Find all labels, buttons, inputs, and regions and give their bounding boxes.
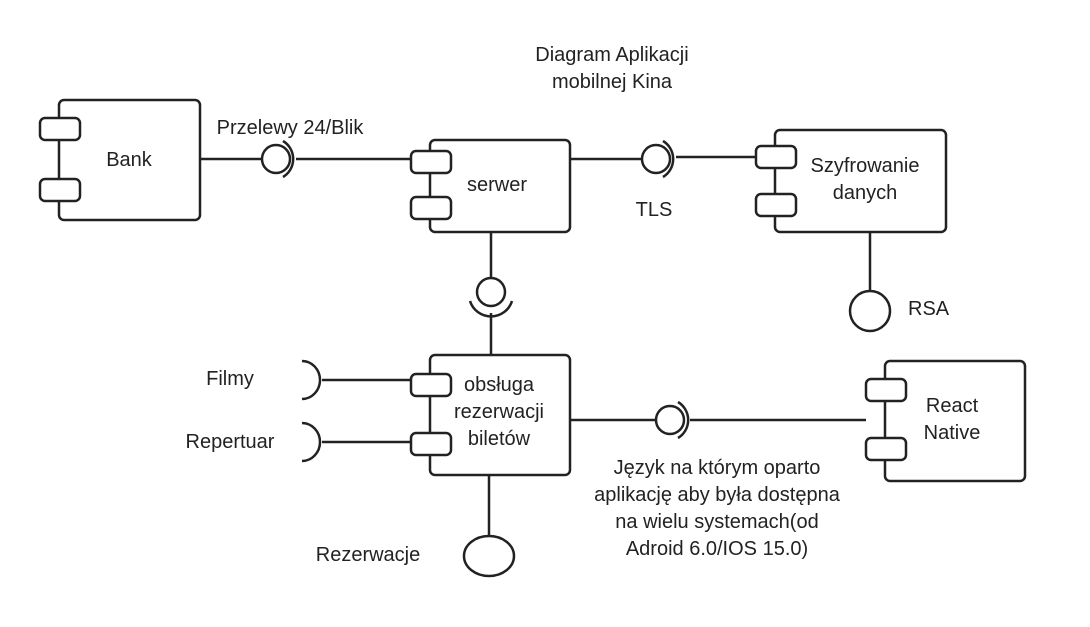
- obsluga-port-bottom: [409, 431, 453, 457]
- rsa-lollipop: [848, 289, 892, 333]
- react-port-top: [864, 377, 908, 403]
- bank-port-top: [38, 116, 82, 142]
- szyfrowanie-label-1: Szyfrowanie: [811, 155, 920, 177]
- szyfrowanie-port-bottom: [754, 192, 798, 218]
- diagram-title-1: Diagram Aplikacji: [535, 44, 688, 66]
- obsluga-label-1: obsługa: [464, 374, 535, 396]
- serwer-label: serwer: [467, 174, 527, 196]
- rezerwacje-label: Rezerwacje: [316, 544, 420, 566]
- przelewy-label: Przelewy 24/Blik: [217, 117, 365, 139]
- bank-port-bottom: [38, 177, 82, 203]
- przelewy-socket: [282, 139, 295, 179]
- obsluga-label-2: rezerwacji: [454, 401, 544, 423]
- tls-socket: [662, 139, 675, 179]
- repertuar-label: Repertuar: [186, 431, 275, 453]
- react-label-2: Native: [924, 422, 981, 444]
- bank-component: Bank: [38, 98, 202, 222]
- note-line-3: na wielu systemach(od: [615, 511, 818, 533]
- rsa-label: RSA: [908, 298, 950, 320]
- repertuar-socket: [301, 421, 322, 463]
- react-native-component: React Native: [864, 359, 1027, 483]
- react-lollipop: [654, 404, 686, 436]
- serwer-obsluga-lollipop: [475, 276, 507, 308]
- tls-lollipop: [640, 143, 672, 175]
- obsluga-label-3: biletów: [468, 428, 531, 450]
- szyfrowanie-port-top: [754, 144, 798, 170]
- bank-label: Bank: [106, 149, 153, 171]
- serwer-port-bottom: [409, 195, 453, 221]
- diagram-title-2: mobilnej Kina: [552, 71, 673, 93]
- filmy-socket: [301, 359, 322, 401]
- obsluga-port-top: [409, 372, 453, 398]
- note-line-4: Adroid 6.0/IOS 15.0): [626, 538, 808, 560]
- note-line-2: aplikację aby była dostępna: [594, 484, 841, 506]
- react-label-1: React: [926, 395, 979, 417]
- serwer-component: serwer: [409, 138, 572, 234]
- tls-label: TLS: [636, 199, 673, 221]
- obsluga-component: obsługa rezerwacji biletów: [409, 353, 572, 477]
- filmy-label: Filmy: [206, 368, 254, 390]
- note-line-1: Język na którym oparto: [614, 457, 821, 479]
- przelewy-lollipop: [260, 143, 292, 175]
- react-port-bottom: [864, 436, 908, 462]
- react-socket: [677, 400, 690, 440]
- szyfrowanie-label-2: danych: [833, 182, 898, 204]
- rezerwacje-lollipop: [462, 534, 516, 578]
- serwer-port-top: [409, 149, 453, 175]
- szyfrowanie-component: Szyfrowanie danych: [754, 128, 948, 234]
